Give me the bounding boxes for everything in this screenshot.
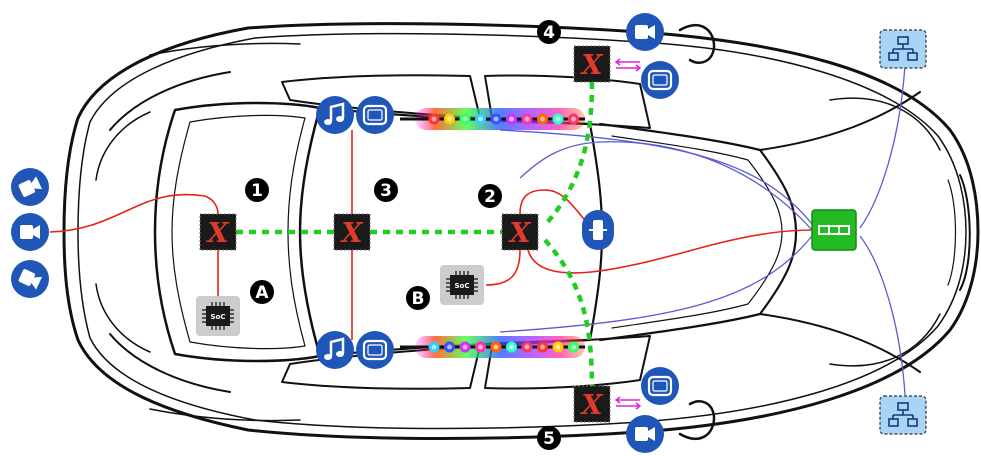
svg-text:4: 4: [543, 23, 555, 43]
soc-label: SoC: [455, 282, 470, 290]
display-icon[interactable]: [356, 96, 394, 134]
led: [552, 341, 564, 353]
soc-chip-a[interactable]: SoC: [196, 296, 240, 336]
switch-label: X: [580, 50, 604, 81]
svg-text:3: 3: [380, 181, 392, 201]
led: [537, 113, 548, 125]
switch-label: X: [508, 218, 532, 249]
led: [521, 341, 533, 353]
network-icon: [888, 402, 918, 427]
side-display-bottom-icon[interactable]: [641, 367, 679, 405]
led: [552, 113, 564, 125]
led: [506, 341, 517, 353]
center-console-icon[interactable]: [582, 210, 614, 250]
display-icon[interactable]: [356, 331, 394, 369]
side-camera-bottom-icon[interactable]: [626, 415, 664, 453]
led: [537, 341, 548, 353]
front-camera-right-icon[interactable]: [11, 260, 49, 298]
zonal-switch-1[interactable]: X: [199, 213, 237, 251]
led: [428, 341, 440, 353]
soc-chip-b[interactable]: SoC: [440, 265, 484, 305]
led: [490, 341, 502, 353]
red-wires: [49, 130, 815, 340]
front-camera-left-icon[interactable]: [11, 168, 49, 206]
zonal-switch-5[interactable]: X: [573, 385, 611, 423]
backbone-links: [236, 81, 595, 391]
led: [568, 341, 579, 353]
ethernet-links: [499, 64, 906, 396]
switch-number-badge-3: 3: [374, 178, 398, 202]
svg-text:1: 1: [251, 181, 263, 201]
switch-label: X: [206, 218, 230, 249]
soc-letter-badge-b: B: [406, 286, 430, 310]
network-node-bottom[interactable]: [879, 395, 927, 435]
led: [568, 113, 579, 125]
led: [475, 113, 486, 125]
led: [475, 341, 486, 353]
soc-label: SoC: [211, 313, 226, 321]
side-display-top-icon[interactable]: [641, 61, 679, 99]
switch-number-badge-5: 5: [537, 426, 561, 450]
zonal-switch-3[interactable]: X: [333, 213, 371, 251]
network-icon: [888, 36, 918, 61]
central-ethernet-switch[interactable]: [811, 209, 857, 251]
svg-text:2: 2: [484, 187, 496, 207]
car-outline: [62, 22, 980, 441]
front-camera-center-icon[interactable]: [11, 213, 49, 251]
led: [521, 113, 533, 125]
led: [459, 113, 471, 125]
zonal-switch-2[interactable]: X: [501, 213, 539, 251]
link-arrows: [614, 58, 642, 410]
svg-text:B: B: [412, 289, 425, 309]
switch-number-badge-2: 2: [478, 184, 502, 208]
side-camera-top-icon[interactable]: [626, 13, 664, 51]
switch-number-badge-4: 4: [537, 20, 561, 44]
soc-letter-badge-a: A: [250, 280, 274, 304]
music-note-icon[interactable]: [316, 331, 354, 369]
led: [444, 113, 455, 125]
zonal-switch-4[interactable]: X: [573, 45, 611, 83]
switch-label: X: [340, 218, 364, 249]
led: [490, 113, 502, 125]
svg-text:A: A: [255, 283, 269, 303]
music-note-icon[interactable]: [316, 96, 354, 134]
led: [428, 113, 440, 125]
switch-label: X: [580, 390, 604, 421]
led: [506, 113, 517, 125]
svg-text:5: 5: [543, 429, 555, 449]
led: [444, 341, 455, 353]
network-node-top[interactable]: [879, 29, 927, 69]
led: [459, 341, 471, 353]
switch-number-badge-1: 1: [245, 178, 269, 202]
